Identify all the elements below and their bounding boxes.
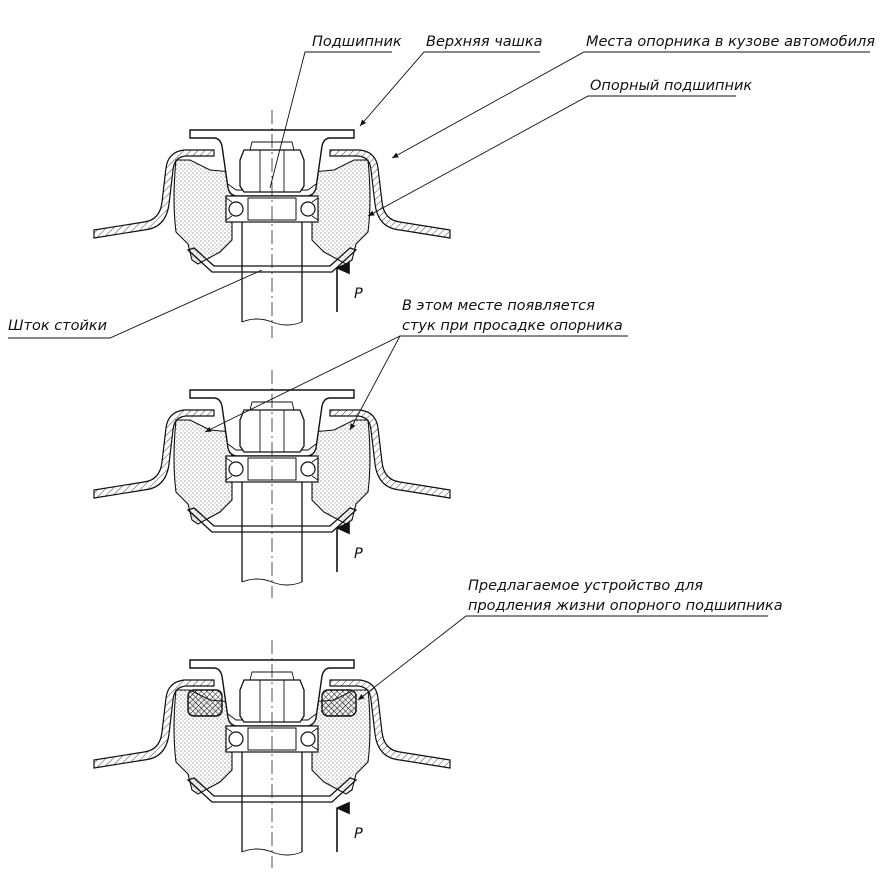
- leader-strut-rod: [8, 269, 263, 339]
- label-mount-seat: Места опорника в кузове автомобиля: [586, 34, 875, 50]
- assembly-middle: [93, 369, 451, 599]
- label-proposal-line-2: продления жизни опорного подшипника: [468, 598, 783, 614]
- leader-bearing: [269, 51, 392, 189]
- leader-support-bearing: [367, 95, 736, 217]
- leader-knock-right: [349, 335, 401, 431]
- force-label-bottom: P: [354, 826, 363, 842]
- label-proposal-line-1: Предлагаемое устройство для: [468, 578, 703, 594]
- assembly-bottom: [93, 639, 451, 869]
- label-strut-rod: Шток стойки: [8, 318, 107, 334]
- label-bearing: Подшипник: [312, 34, 402, 50]
- force-label-top: P: [354, 286, 363, 302]
- label-knock-line-1: В этом месте появляется: [402, 298, 595, 314]
- leader-proposal: [357, 615, 768, 701]
- leader-upper-cup: [359, 51, 540, 127]
- label-upper-cup: Верхняя чашка: [426, 34, 543, 50]
- force-label-middle: P: [354, 546, 363, 562]
- label-support-bearing: Опорный подшипник: [590, 78, 752, 94]
- label-knock-line-2: стук при просадке опорника: [402, 318, 623, 334]
- assembly-top: [93, 109, 451, 339]
- proposed-ring-right: [321, 689, 357, 717]
- proposed-ring-left: [187, 689, 223, 717]
- leader-mount-seat: [391, 51, 870, 159]
